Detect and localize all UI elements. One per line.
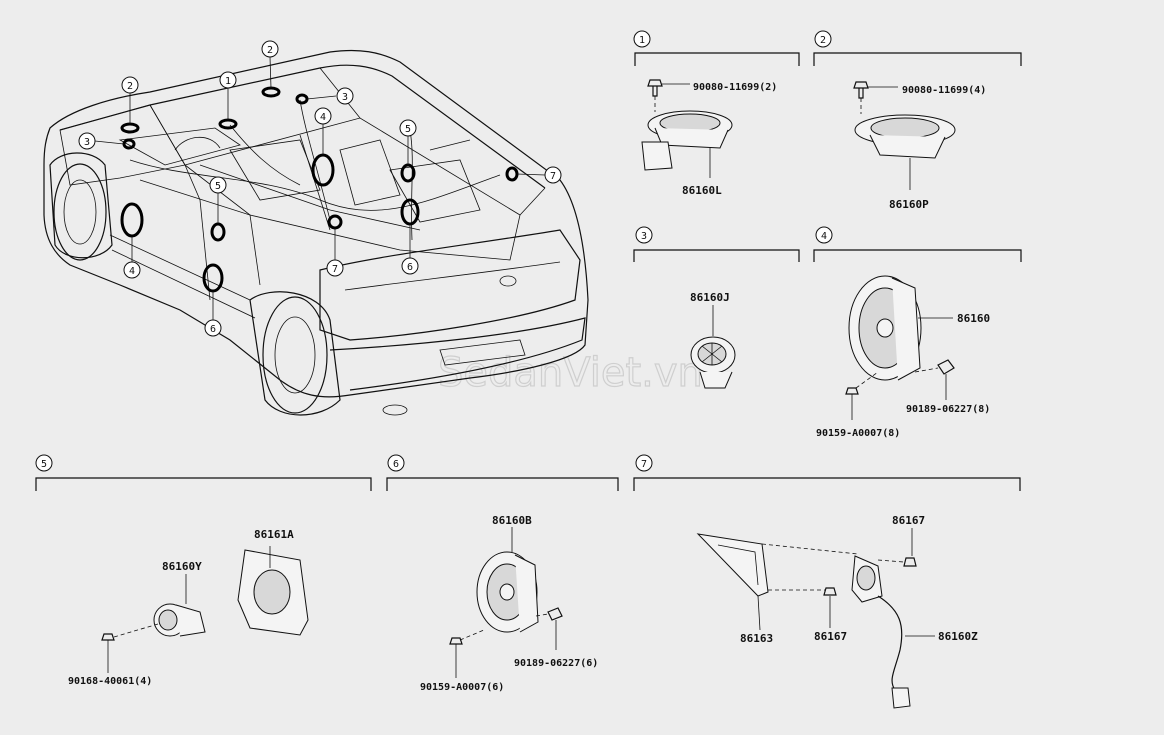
- callout-2: 2: [127, 81, 133, 92]
- callout-5: 5: [405, 124, 411, 135]
- group-7-clip-top-label: 86167: [892, 514, 925, 527]
- group-4-speaker-label: 86160: [957, 312, 990, 325]
- group-3-number: 3: [641, 231, 647, 242]
- location-callouts: 1 2 2 3 3 4 4 5 5 6 6 7 7: [78, 40, 562, 337]
- group-7-cover-label: 86163: [740, 632, 773, 645]
- callout-5: 5: [215, 181, 221, 192]
- group-5-speaker-label: 86160Y: [162, 560, 202, 573]
- group-4-screw-label: 90159-A0007(8): [816, 428, 900, 439]
- group-6-speaker-label: 86160B: [492, 514, 532, 527]
- group-7: 7 86163 86160Z 86167 86167: [633, 454, 1021, 709]
- callout-7: 7: [550, 171, 556, 182]
- group-7-number: 7: [641, 459, 647, 470]
- group-3-speaker-label: 86160J: [690, 291, 730, 304]
- group-2-number: 2: [820, 35, 826, 46]
- group-6-screw-label: 90159-A0007(6): [420, 682, 504, 693]
- group-6-number: 6: [393, 459, 399, 470]
- group-7-speaker-label: 86160Z: [938, 630, 978, 643]
- group-1: 1 90080-11699(2) 86160L: [633, 30, 800, 197]
- group-1-screw-label: 90080-11699(2): [693, 82, 777, 93]
- callout-3: 3: [84, 137, 90, 148]
- group-5-number: 5: [41, 459, 47, 470]
- callout-7: 7: [332, 264, 338, 275]
- watermark: SedanViet.vn: [438, 350, 703, 396]
- group-5-bracket-label: 86161A: [254, 528, 294, 541]
- callout-3: 3: [342, 92, 348, 103]
- group-6-clip-label: 90189-06227(6): [514, 658, 598, 669]
- group-5: 5 86161A 86160Y 90168-40061(4): [35, 454, 372, 687]
- group-4-number: 4: [821, 231, 827, 242]
- group-1-speaker-label: 86160L: [682, 184, 722, 197]
- group-1-number: 1: [639, 35, 645, 46]
- group-4-clip-label: 90189-06227(8): [906, 404, 990, 415]
- callout-1: 1: [225, 76, 231, 87]
- group-7-clip-mid-label: 86167: [814, 630, 847, 643]
- callout-6: 6: [407, 262, 413, 273]
- group-5-screw-label: 90168-40061(4): [68, 676, 152, 687]
- group-2-speaker-label: 86160P: [889, 198, 929, 211]
- group-6: 6 86160B 90189-06227(6) 90159-A0007(6): [386, 454, 619, 693]
- callout-2: 2: [267, 45, 273, 56]
- callout-4: 4: [129, 266, 135, 277]
- group-4: 4 86160 90189-06227(8) 90159-A0007(8): [813, 226, 1022, 439]
- callout-4: 4: [320, 112, 326, 123]
- callout-6: 6: [210, 324, 216, 335]
- group-3: 3 86160J: [633, 226, 800, 389]
- group-2: 2 90080-11699(4) 86160P: [813, 30, 1022, 211]
- group-2-screw-label: 90080-11699(4): [902, 85, 986, 96]
